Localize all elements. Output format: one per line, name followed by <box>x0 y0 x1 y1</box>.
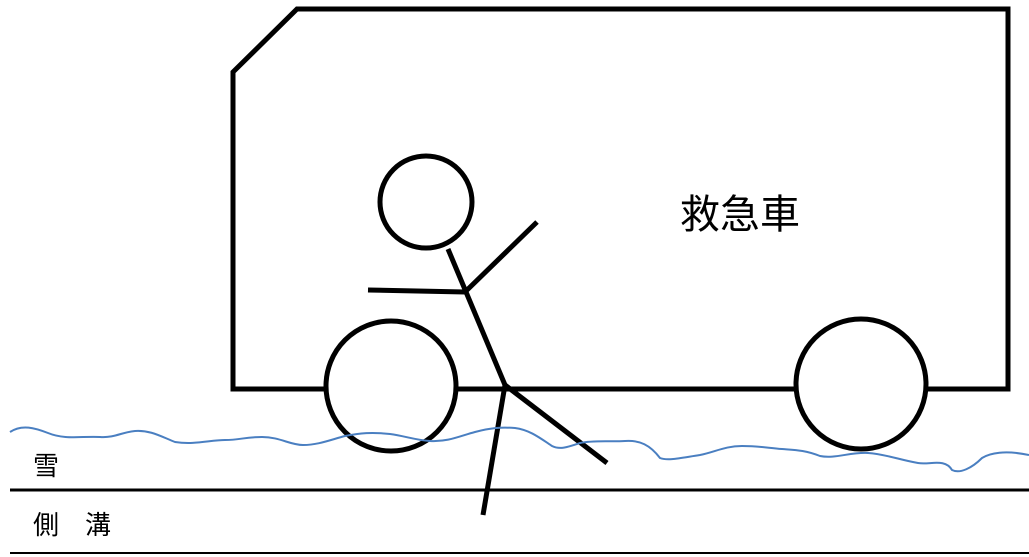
person-torso <box>445 248 508 386</box>
person-leg-right <box>503 383 609 465</box>
rear-wheel <box>793 316 929 452</box>
ambulance-body <box>230 6 1011 392</box>
person-leg-left <box>480 384 508 516</box>
person-arm-left <box>367 287 466 295</box>
snow-surface-line <box>9 426 1029 473</box>
vehicle-label: 救急車 <box>680 192 800 238</box>
person-head <box>377 153 475 251</box>
person-arm-right <box>463 220 539 294</box>
front-wheel <box>323 318 459 454</box>
person-figure <box>367 153 609 516</box>
ditch-label: 側 溝 <box>33 511 111 541</box>
snow-label: 雪 <box>33 452 59 482</box>
